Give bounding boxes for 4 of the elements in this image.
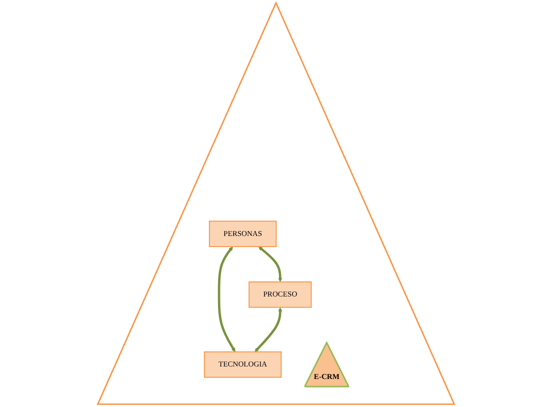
arrow <box>258 246 282 282</box>
arrow <box>218 246 236 352</box>
arrow <box>254 307 282 352</box>
cluster <box>96 1 456 405</box>
